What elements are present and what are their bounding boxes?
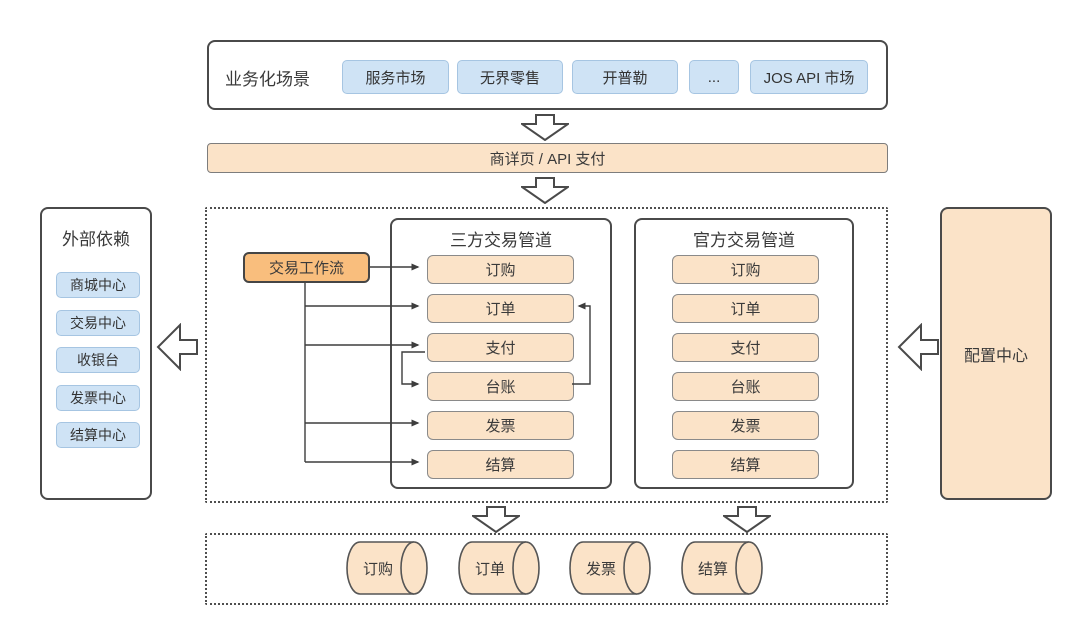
business-scenarios-panel: 业务化场景 服务市场 无界零售 开普勒 ... JOS API 市场 (207, 40, 888, 110)
stage-box-invoice: 发票 (672, 411, 819, 440)
down-block-arrow-icon (521, 177, 569, 204)
stage-box-settlement: 结算 (427, 450, 574, 479)
stage-box-ledger: 台账 (672, 372, 819, 401)
scenario-chip-more: ... (689, 60, 739, 94)
stage-box-order: 订单 (427, 294, 574, 323)
storage-cylinder-invoice: 发票 (563, 540, 653, 596)
external-item-cashier: 收银台 (56, 347, 140, 373)
cylinder-label: 发票 (585, 560, 616, 578)
cylinder-icon (458, 541, 540, 595)
stage-box-ledger: 台账 (427, 372, 574, 401)
down-block-arrow-icon (723, 506, 771, 533)
config-center-label: 配置中心 (963, 347, 1028, 365)
down-block-arrow-icon (521, 114, 569, 141)
storage-cylinder-order: 订单 (452, 540, 542, 596)
stage-box-subscribe: 订购 (672, 255, 819, 284)
cylinder-icon (346, 541, 428, 595)
official-pipeline-panel: 官方交易管道 订购 订单 支付 台账 发票 结算 (634, 218, 854, 489)
down-block-arrow-icon (472, 506, 520, 533)
storage-cylinder-settlement: 结算 (675, 540, 765, 596)
third-party-pipeline-panel: 三方交易管道 订购 订单 支付 台账 发票 结算 (390, 218, 612, 489)
cylinder-label: 订单 (474, 560, 505, 578)
external-dependencies-panel: 外部依赖 商城中心 交易中心 收银台 发票中心 结算中心 (40, 207, 152, 500)
transaction-core-region (205, 207, 888, 503)
external-item-mall-center: 商城中心 (56, 272, 140, 298)
trade-workflow-label: 交易工作流 (268, 260, 344, 277)
external-item-trade-center: 交易中心 (56, 310, 140, 336)
pay-bar-label: 商详页 / API 支付 (489, 150, 606, 168)
external-dependencies-title: 外部依赖 (62, 230, 130, 249)
cylinder-icon (569, 541, 651, 595)
left-block-arrow-icon (897, 323, 939, 371)
cylinder-icon (681, 541, 763, 595)
cylinder-label: 结算 (697, 560, 728, 578)
business-scenarios-title: 业务化场景 (225, 69, 310, 89)
scenario-chip-jos-api-market: JOS API 市场 (750, 60, 868, 94)
stage-box-subscribe: 订购 (427, 255, 574, 284)
storage-region (205, 533, 888, 605)
stage-box-payment: 支付 (427, 333, 574, 362)
scenario-chip-service-market: 服务市场 (342, 60, 449, 94)
config-center-panel: 配置中心 (940, 207, 1052, 500)
trade-workflow-node: 交易工作流 (243, 252, 370, 283)
stage-box-settlement: 结算 (672, 450, 819, 479)
storage-cylinder-subscribe: 订购 (340, 540, 430, 596)
stage-box-invoice: 发票 (427, 411, 574, 440)
third-party-pipeline-title: 三方交易管道 (450, 231, 552, 250)
pay-bar: 商详页 / API 支付 (207, 143, 888, 173)
official-pipeline-title: 官方交易管道 (693, 231, 795, 250)
external-item-settlement-center: 结算中心 (56, 422, 140, 448)
scenario-chip-boundless-retail: 无界零售 (457, 60, 563, 94)
stage-box-payment: 支付 (672, 333, 819, 362)
cylinder-label: 订购 (362, 560, 393, 578)
stage-box-order: 订单 (672, 294, 819, 323)
external-item-invoice-center: 发票中心 (56, 385, 140, 411)
left-block-arrow-icon (156, 323, 198, 371)
scenario-chip-kepler: 开普勒 (572, 60, 678, 94)
